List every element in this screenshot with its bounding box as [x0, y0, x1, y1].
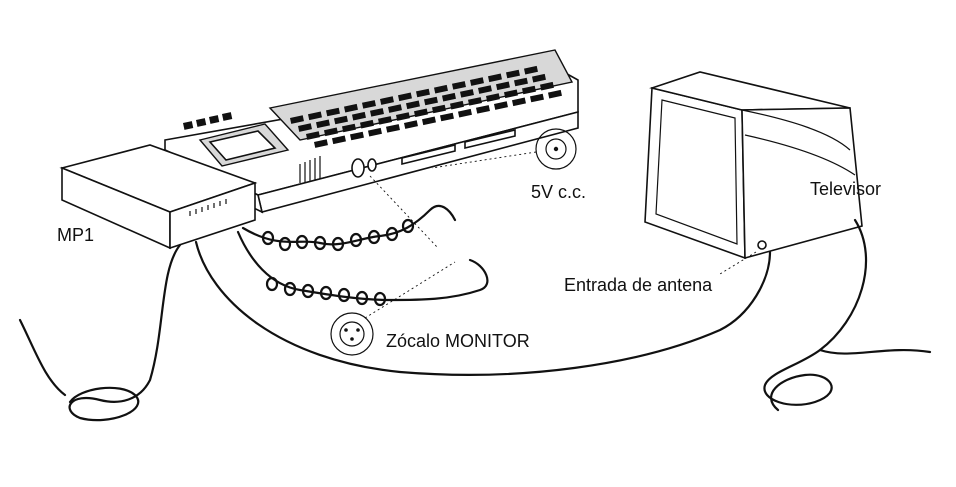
key: [504, 89, 518, 99]
key: [397, 92, 412, 102]
power-label: 5V c.c.: [531, 182, 587, 202]
key: [344, 103, 358, 113]
key: [522, 85, 536, 95]
cable-coil: [283, 281, 297, 297]
cable-coil: [401, 218, 415, 234]
monitor-socket-callout: [330, 175, 456, 356]
key: [478, 85, 492, 94]
key: [511, 97, 526, 107]
key: [432, 104, 446, 114]
key: [416, 88, 430, 98]
key: [362, 100, 376, 109]
cable-coil: [355, 290, 369, 306]
key: [494, 101, 508, 110]
key: [514, 77, 528, 87]
key: [370, 108, 384, 117]
cable-coil: [295, 234, 309, 250]
antenna-input-label: Entrada de antena: [564, 275, 713, 295]
cable-coil: [349, 232, 363, 248]
key: [440, 112, 454, 122]
key: [324, 127, 338, 137]
tv-label: Televisor: [810, 179, 882, 199]
key: [388, 104, 402, 113]
key: [404, 120, 418, 129]
key: [450, 100, 464, 110]
cable-coil: [373, 291, 387, 307]
vent-grille: [299, 156, 321, 183]
key: [406, 100, 420, 110]
key: [290, 115, 304, 124]
key: [378, 116, 392, 125]
key: [325, 107, 340, 117]
key: [434, 84, 448, 94]
power-jack-callout: [431, 128, 577, 170]
keyboard-keys: [268, 49, 574, 148]
cable-coil: [331, 236, 345, 252]
key: [380, 96, 394, 105]
cable-coil: [367, 229, 381, 245]
key: [530, 93, 544, 103]
key: [352, 111, 366, 121]
monitor-socket-label: Zócalo MONITOR: [386, 331, 530, 351]
function-keys: [183, 112, 233, 130]
mp1-vents: [189, 199, 227, 216]
key: [396, 112, 410, 121]
cable-coil: [278, 236, 292, 252]
cable-coil: [265, 276, 279, 292]
key: [308, 111, 322, 121]
cable-coil: [301, 283, 315, 299]
key: [452, 81, 466, 90]
cables: [18, 204, 932, 422]
key: [341, 123, 356, 133]
mp1-box: [59, 144, 258, 250]
key: [540, 81, 554, 91]
antenna-leader: [719, 251, 757, 275]
key: [316, 119, 330, 129]
key: [485, 93, 500, 102]
cable-coil: [313, 235, 327, 251]
cable-coil: [261, 230, 275, 246]
key: [424, 96, 438, 106]
key: [469, 77, 484, 86]
key: [458, 108, 472, 118]
key: [332, 135, 346, 145]
key: [350, 131, 364, 141]
key: [422, 116, 436, 126]
key: [314, 139, 328, 148]
key: [488, 73, 502, 83]
key: [360, 119, 374, 129]
key: [460, 89, 474, 98]
key: [386, 124, 400, 133]
key: [524, 65, 538, 75]
key: [298, 123, 312, 132]
key: [414, 108, 428, 118]
key: [496, 81, 510, 91]
television: [644, 71, 863, 260]
key: [368, 127, 382, 137]
key: [334, 115, 348, 125]
key: [476, 105, 490, 114]
mp1-label: MP1: [57, 225, 95, 245]
key: [548, 89, 562, 99]
cable-coil: [337, 287, 351, 303]
key: [468, 97, 482, 106]
key: [505, 69, 520, 79]
key: [442, 92, 456, 102]
cable-coil: [385, 226, 399, 242]
cable-coil: [319, 285, 333, 301]
key: [306, 131, 320, 140]
key: [532, 73, 546, 83]
